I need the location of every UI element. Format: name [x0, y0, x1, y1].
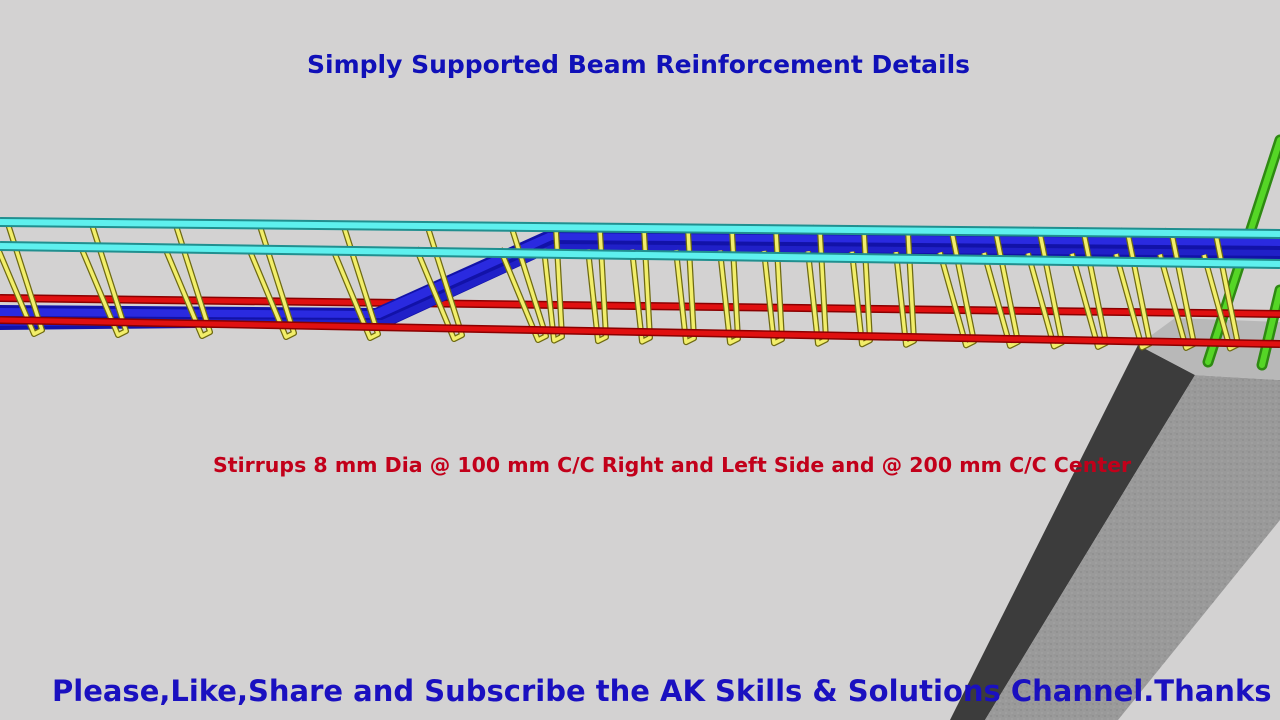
top-bars [0, 217, 1280, 269]
column-dark-face [950, 345, 1195, 720]
concrete-column [950, 318, 1280, 720]
column-light-face [985, 375, 1280, 720]
subscribe-footer: Please,Like,Share and Subscribe the AK S… [52, 674, 1272, 708]
stirrup-note: Stirrups 8 mm Dia @ 100 mm C/C Right and… [213, 453, 1132, 477]
page-title: Simply Supported Beam Reinforcement Deta… [307, 50, 971, 79]
bottom-front-bar [0, 316, 1280, 348]
